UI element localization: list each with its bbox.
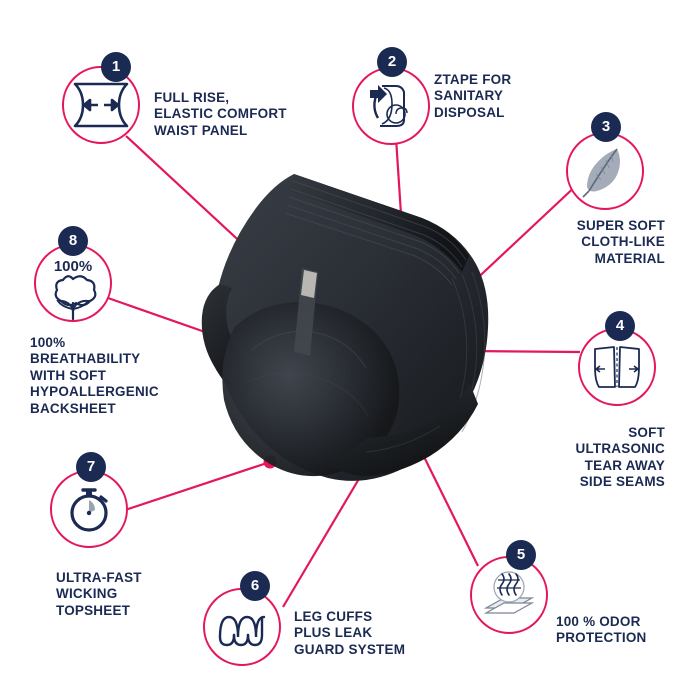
feather-icon <box>566 132 644 210</box>
feature-5-badge: 5 <box>506 540 536 570</box>
connector-dot-7 <box>263 455 277 469</box>
connector-line-7 <box>115 460 271 515</box>
tear-away-seam-icon <box>578 328 656 406</box>
feature-3-label: SUPER SOFT CLOTH-LIKE MATERIAL <box>576 218 665 266</box>
feature-6-circle <box>203 588 281 666</box>
stopwatch-icon <box>50 470 128 548</box>
feature-5-label: 100 % ODOR PROTECTION <box>556 614 647 646</box>
feature-3-badge: 3 <box>591 112 621 142</box>
connector-dot-4 <box>459 344 473 358</box>
rolled-tape-icon <box>352 67 430 145</box>
connector-dot-2 <box>399 283 413 297</box>
leg-cuff-waves-icon <box>203 588 281 666</box>
connector-dot-8 <box>258 346 272 360</box>
feature-2-badge: 2 <box>377 47 407 77</box>
connector-line-6 <box>282 471 364 608</box>
feature-8-label: 100% BREATHABILITY WITH SOFT HYPOALLERGE… <box>30 335 159 416</box>
connector-dot-6 <box>356 465 370 479</box>
feature-8-percent-label: 100% <box>53 258 93 275</box>
feature-7-label: ULTRA-FAST WICKING TOPSHEET <box>56 570 142 618</box>
cotton-boll-icon <box>34 256 112 334</box>
feature-7-badge: 7 <box>76 452 106 482</box>
waist-panel-arrows-icon <box>62 66 140 144</box>
odor-waves-icon <box>470 556 548 634</box>
feature-6-label: LEG CUFFS PLUS LEAK GUARD SYSTEM <box>294 609 406 657</box>
connector-dot-3 <box>430 309 444 323</box>
feature-1-label: FULL RISE, ELASTIC COMFORT WAIST PANEL <box>154 90 287 138</box>
feature-4-label: SOFT ULTRASONIC TEAR AWAY SIDE SEAMS <box>575 425 665 490</box>
feature-4-badge: 4 <box>605 311 635 341</box>
connector-dot-1 <box>282 280 296 294</box>
feature-8-badge: 8 <box>58 226 88 256</box>
connector-line-4 <box>465 349 581 354</box>
feature-1-badge: 1 <box>101 52 131 82</box>
connector-line-1 <box>125 135 290 288</box>
connector-dot-5 <box>386 387 400 401</box>
feature-6-badge: 6 <box>240 571 270 601</box>
feature-1-circle <box>62 66 140 144</box>
feature-2-label: ZTAPE FOR SANITARY DISPOSAL <box>434 72 512 120</box>
connector-line-2 <box>394 137 408 291</box>
connector-line-5 <box>392 393 479 567</box>
